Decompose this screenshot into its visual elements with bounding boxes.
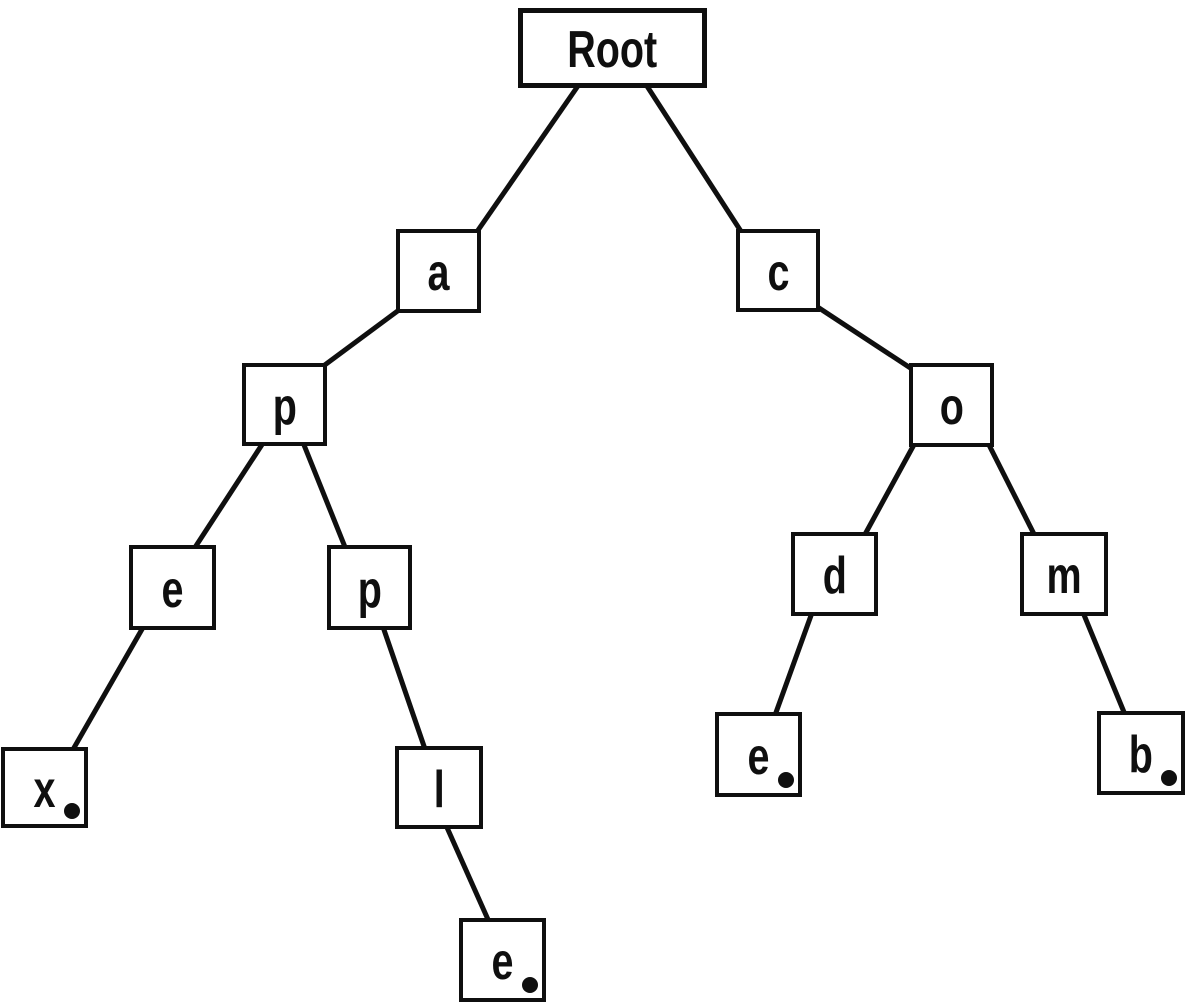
end-of-word-dot-icon [778, 772, 794, 788]
node-label: o [939, 378, 964, 436]
tree-edge-p1-p2 [299, 439, 350, 553]
trie-node-m: m [1020, 532, 1108, 616]
tree-edge-c-o [814, 303, 917, 374]
end-of-word-dot-icon [64, 803, 80, 819]
node-label: p [357, 560, 382, 619]
trie-node-l: l [395, 746, 483, 829]
tree-edge-d-e2 [771, 609, 816, 719]
tree-edge-e1-x [68, 622, 148, 755]
node-label: c [767, 243, 789, 302]
end-of-word-dot-icon [1161, 770, 1177, 786]
trie-node-b: b [1097, 711, 1185, 795]
tree-edge-p1-e1 [189, 438, 268, 554]
trie-node-c: c [736, 229, 820, 312]
end-of-word-dot-icon [522, 977, 538, 993]
node-label: x [33, 760, 56, 819]
trie-node-p1: p [242, 363, 327, 446]
trie-node-a: a [396, 229, 481, 313]
node-label: e [491, 933, 514, 991]
tree-edge-l-e3 [442, 821, 493, 926]
node-label: a [427, 244, 450, 302]
tree-edge-p2-l [379, 623, 429, 753]
node-label: d [822, 547, 847, 605]
trie-node-e2: e [715, 712, 802, 797]
trie-node-e1: e [129, 545, 216, 630]
node-label: m [1046, 547, 1082, 605]
node-label: e [747, 727, 770, 786]
trie-node-root: Root [518, 8, 707, 88]
tree-edge-a-p1 [316, 304, 405, 373]
tree-edge-m-b [1079, 609, 1129, 718]
trie-node-p2: p [327, 545, 412, 630]
node-label: p [272, 377, 297, 436]
tree-edge-o-m [984, 439, 1039, 540]
node-label: l [433, 760, 445, 819]
trie-node-e3: e [459, 918, 546, 1002]
trie-node-d: d [791, 532, 878, 616]
tree-edge-root-a [471, 81, 583, 238]
node-label: b [1128, 726, 1154, 784]
node-label: Root [567, 21, 658, 79]
tree-edge-root-c [642, 81, 747, 238]
trie-node-x: x [1, 747, 88, 828]
trie-node-o: o [909, 363, 994, 447]
tree-edge-o-d [860, 439, 919, 540]
node-label: e [161, 560, 184, 619]
